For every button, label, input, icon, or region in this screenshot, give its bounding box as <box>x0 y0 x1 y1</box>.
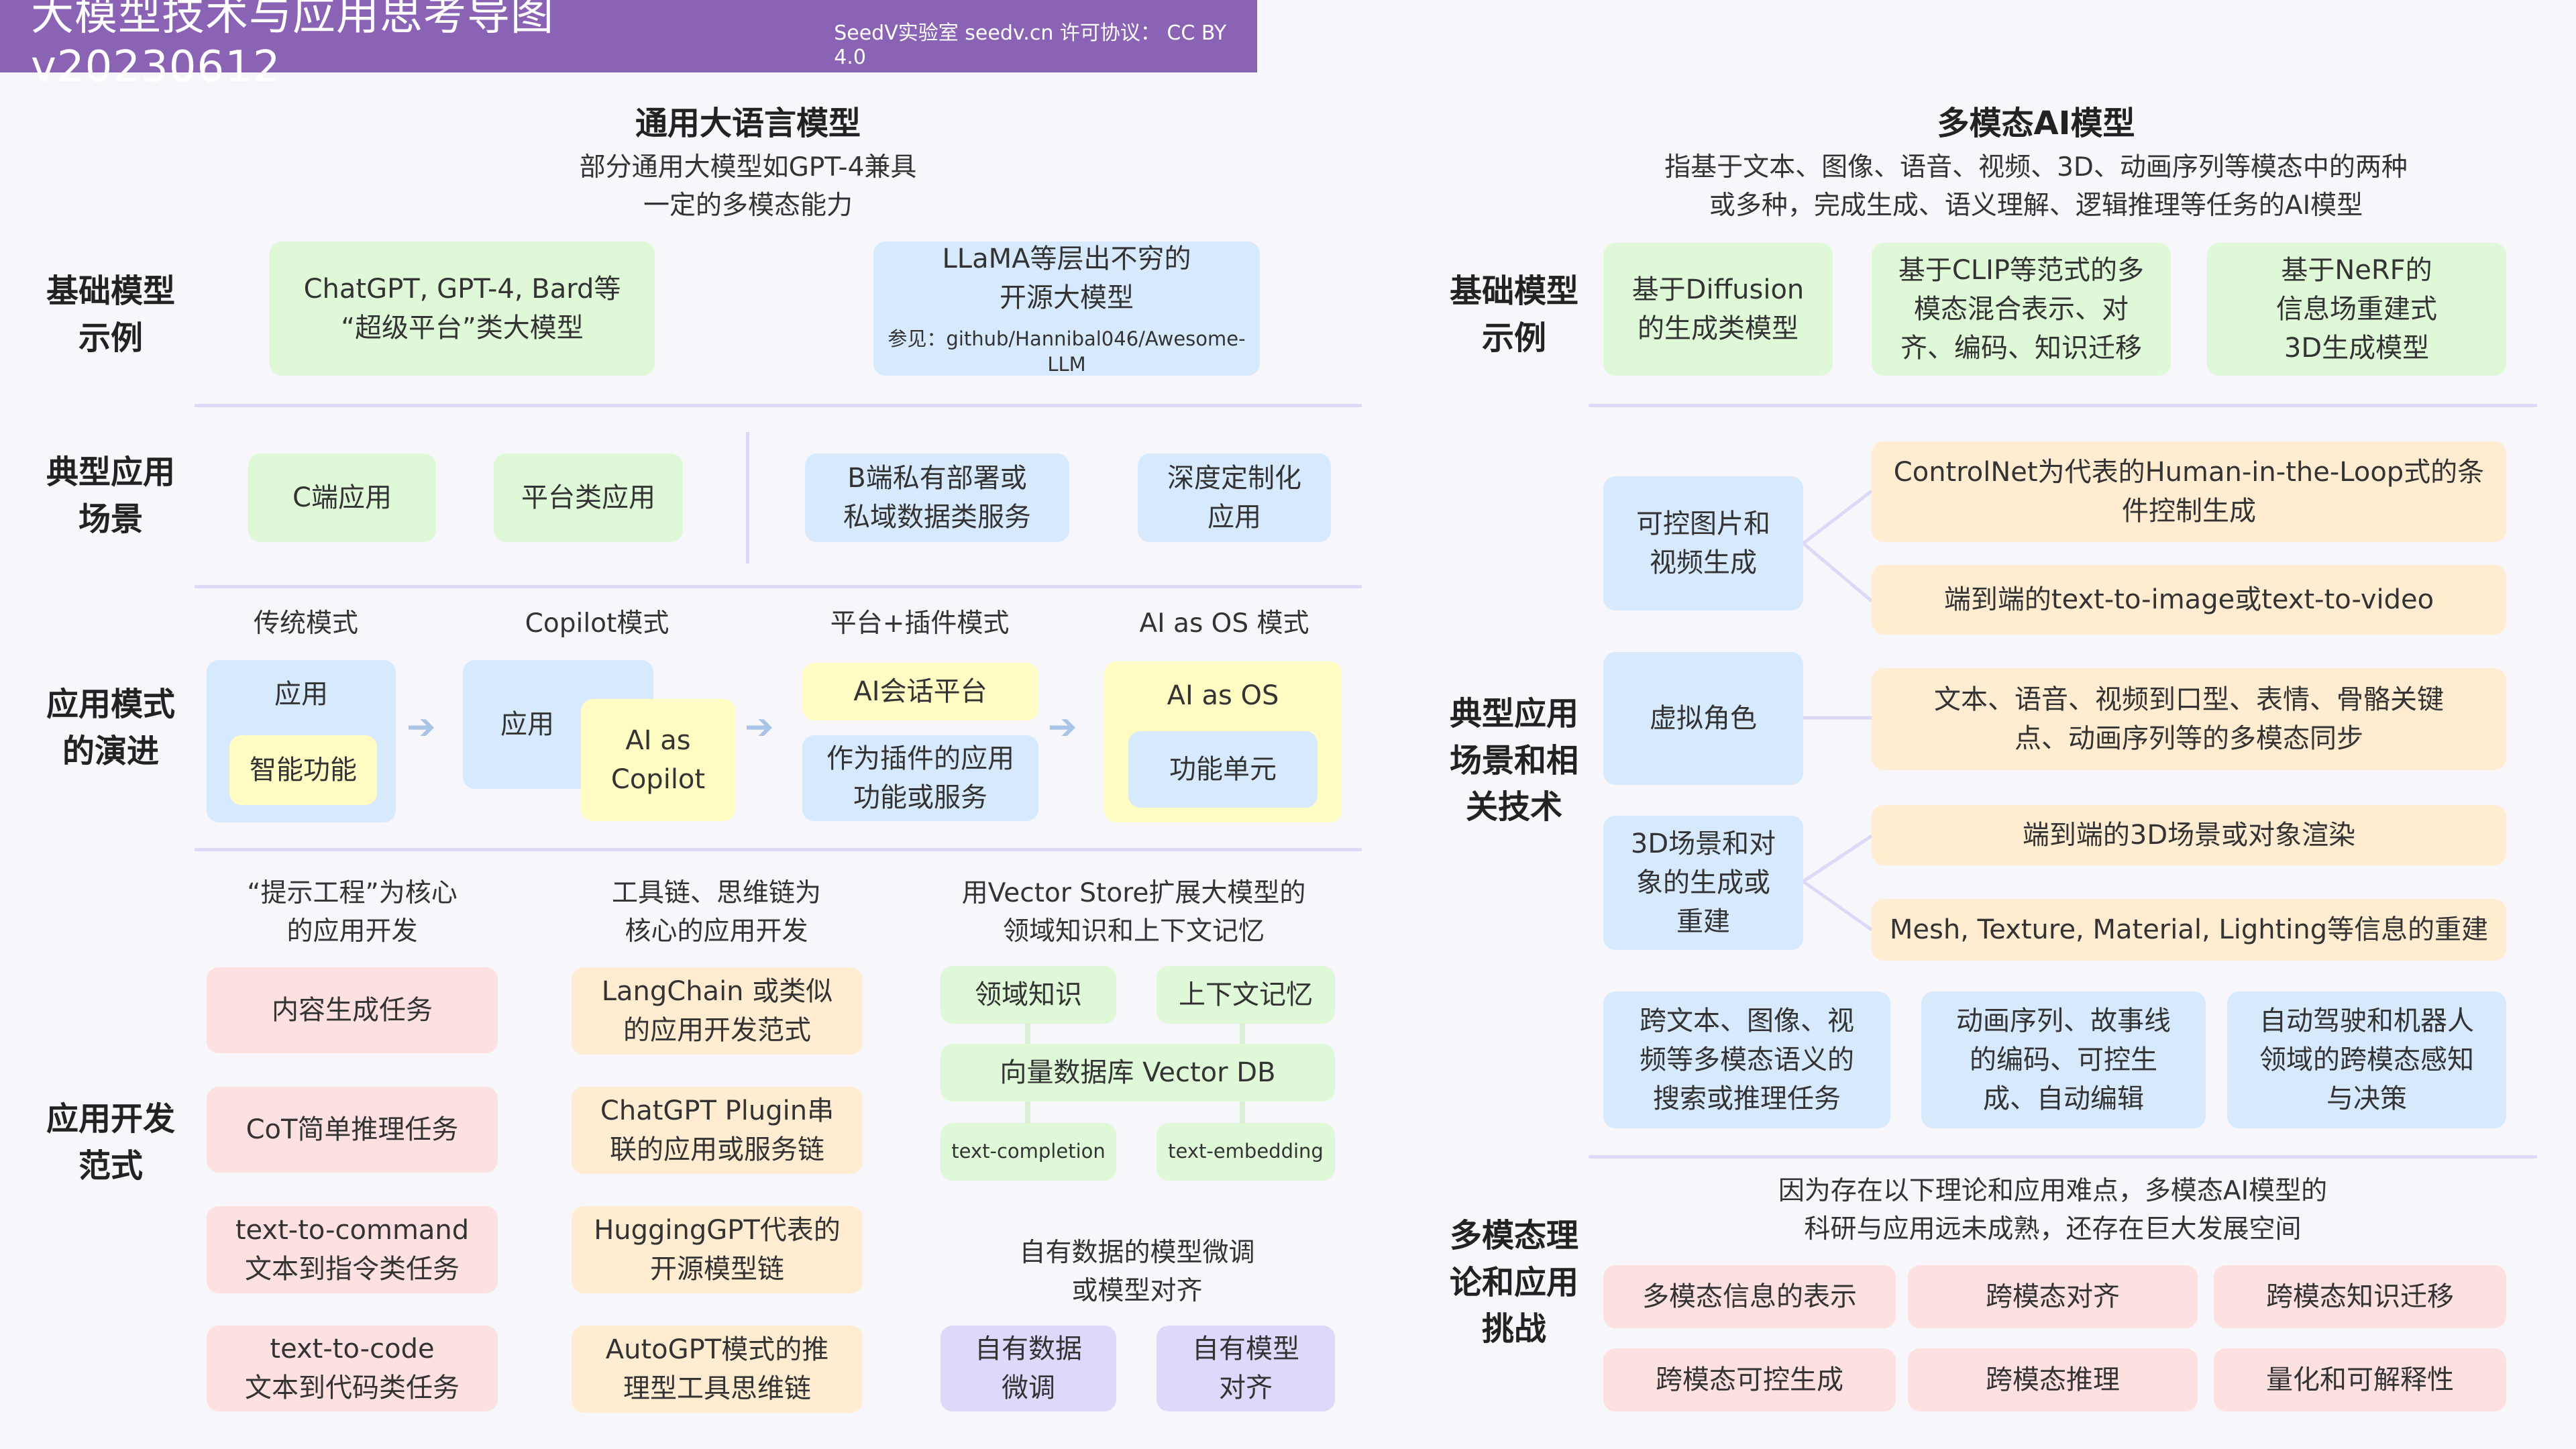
left-label-modes: 应用模式 的演进 <box>46 686 175 770</box>
foundation-llama-text: LLaMA等层出不穷的 开源大模型 <box>942 244 1191 314</box>
dev-prompt-item: text-to-code 文本到代码类任务 <box>207 1326 498 1411</box>
mm-scenario-3d: 3D场景和对 象的生成或 重建 <box>1603 816 1803 950</box>
left-panel-subtitle: 部分通用大模型如GPT-4兼具 一定的多模态能力 <box>579 152 917 221</box>
vector-text-embedding: text-embedding <box>1157 1123 1335 1181</box>
mm-scenario-controlnet: ControlNet为代表的Human-in-the-Loop式的条 件控制生成 <box>1872 441 2506 542</box>
dev-toolchain-item: AutoGPT模式的推 理型工具思维链 <box>572 1326 863 1413</box>
foundation-chatgpt: ChatGPT, GPT-4, Bard等 “超级平台”类大模型 <box>270 241 655 376</box>
mode-plugin-plugin: 作为插件的应用 功能或服务 <box>802 735 1038 821</box>
vector-text-completion: text-completion <box>941 1123 1116 1181</box>
dev-vector-title: 用Vector Store扩展大模型的 领域知识和上下文记忆 <box>961 878 1306 947</box>
mm-scenario-sync: 文本、语音、视频到口型、表情、骨骼关键 点、动画序列等的多模态同步 <box>1872 668 2506 770</box>
left-panel-title: 通用大语言模型 <box>635 105 861 142</box>
left-separator-2 <box>195 585 1362 588</box>
challenge-item: 跨模态可控生成 <box>1603 1348 1896 1411</box>
page-title: 大模型技术与应用思考导图 v20230612 <box>31 0 554 92</box>
mm-foundation-diffusion: 基于Diffusion 的生成类模型 <box>1603 243 1833 376</box>
dev-toolchain-item: ChatGPT Plugin串 联的应用或服务链 <box>572 1087 863 1174</box>
mm-scenario-controllable: 可控图片和 视频生成 <box>1603 476 1803 610</box>
scenario-c-app: C端应用 <box>248 453 436 542</box>
right-label-challenges: 多模态理 论和应用 挑战 <box>1449 1217 1578 1348</box>
left-label-dev: 应用开发 范式 <box>46 1100 175 1185</box>
mode-traditional-app-label: 应用 <box>274 679 328 710</box>
dev-toolchain-item: HuggingGPT代表的 开源模型链 <box>572 1206 863 1293</box>
right-label-foundation: 基础模型 示例 <box>1449 272 1578 357</box>
challenge-item: 跨模态推理 <box>1908 1348 2198 1411</box>
dev-prompt-item: CoT简单推理任务 <box>207 1087 498 1173</box>
mode-plugin-platform: AI会话平台 <box>802 663 1038 720</box>
left-label-scenarios: 典型应用 场景 <box>46 453 175 538</box>
scenario-b-private: B端私有部署或 私域数据类服务 <box>805 453 1069 542</box>
arrow-right-icon: ➔ <box>407 707 436 747</box>
mode-plugin-title: 平台+插件模式 <box>830 608 1010 639</box>
right-panel-title: 多模态AI模型 <box>1937 105 2135 142</box>
left-label-foundation: 基础模型 示例 <box>46 272 175 357</box>
finetune-own-data: 自有数据 微调 <box>941 1326 1116 1411</box>
dev-toolchain-item: LangChain 或类似 的应用开发范式 <box>572 967 863 1055</box>
mm-scenario-bottom: 跨文本、图像、视 频等多模态语义的 搜索或推理任务 <box>1603 991 1890 1128</box>
right-separator-1 <box>1589 404 2537 407</box>
vector-context-memory: 上下文记忆 <box>1157 966 1335 1024</box>
header-bar: 大模型技术与应用思考导图 v20230612 SeedV实验室 seedv.cn… <box>0 0 1257 92</box>
challenges-intro: 因为存在以下理论和应用难点，多模态AI模型的 科研与应用远未成熟，还存在巨大发展… <box>1778 1176 2328 1244</box>
vector-domain-knowledge: 领域知识 <box>941 966 1116 1024</box>
mm-scenario-bottom: 自动驾驶和机器人 领域的跨模态感知 与决策 <box>2227 991 2506 1128</box>
challenge-item: 量化和可解释性 <box>2214 1348 2506 1411</box>
mm-scenario-render3d: 端到端的3D场景或对象渲染 <box>1872 805 2506 865</box>
right-separator-2 <box>1589 1155 2537 1159</box>
dev-prompt-item: 内容生成任务 <box>207 967 498 1053</box>
arrow-right-icon: ➔ <box>745 707 774 747</box>
mm-scenario-virtual: 虚拟角色 <box>1603 652 1803 785</box>
mm-foundation-clip: 基于CLIP等范式的多 模态混合表示、对 齐、编码、知识迁移 <box>1872 243 2171 376</box>
arrow-right-icon: ➔ <box>1048 707 1077 747</box>
mode-aios-unit: 功能单元 <box>1128 731 1318 808</box>
scenario-platform-app: 平台类应用 <box>494 453 683 542</box>
left-separator-3 <box>195 848 1362 851</box>
challenge-item: 跨模态知识迁移 <box>2214 1265 2506 1328</box>
right-label-scenarios: 典型应用 场景和相 关技术 <box>1449 695 1578 826</box>
scenario-divider <box>746 432 749 564</box>
dev-toolchain-title: 工具链、思维链为 核心的应用开发 <box>611 878 821 947</box>
challenge-item: 多模态信息的表示 <box>1603 1265 1896 1328</box>
mode-traditional-smart: 智能功能 <box>229 735 377 805</box>
right-panel-subtitle: 指基于文本、图像、语音、视频、3D、动画序列等模态中的两种 或多种，完成生成、语… <box>1664 152 2408 221</box>
foundation-llama: LLaMA等层出不穷的 开源大模型 参见：github/Hannibal046/… <box>873 241 1260 376</box>
mode-aios-os-label: AI as OS <box>1167 680 1279 711</box>
challenge-item: 跨模态对齐 <box>1908 1265 2198 1328</box>
mode-copilot-ai: AI as Copilot <box>581 699 735 821</box>
scenario-deep-custom: 深度定制化 应用 <box>1138 453 1331 542</box>
mm-scenario-t2i: 端到端的text-to-image或text-to-video <box>1872 565 2506 635</box>
left-separator-1 <box>195 404 1362 407</box>
page-subtitle: SeedV实验室 seedv.cn 许可协议： CC BY 4.0 <box>834 21 1227 69</box>
dev-prompt-title: “提示工程”为核心 的应用开发 <box>247 878 458 947</box>
foundation-llama-ref: 参见：github/Hannibal046/Awesome-LLM <box>888 327 1246 376</box>
mm-scenario-bottom: 动画序列、故事线 的编码、可控生 成、自动编辑 <box>1921 991 2206 1128</box>
mode-traditional-title: 传统模式 <box>253 608 358 639</box>
finetune-own-model: 自有模型 对齐 <box>1157 1326 1335 1411</box>
mode-copilot-title: Copilot模式 <box>525 608 669 639</box>
dev-prompt-item: text-to-command 文本到指令类任务 <box>207 1206 498 1293</box>
dev-finetune-title: 自有数据的模型微调 或模型对齐 <box>1019 1238 1255 1306</box>
vector-db: 向量数据库 Vector DB <box>941 1044 1335 1102</box>
mm-foundation-nerf: 基于NeRF的 信息场重建式 3D生成模型 <box>2207 243 2506 376</box>
mm-scenario-mesh: Mesh, Texture, Material, Lighting等信息的重建 <box>1872 899 2506 961</box>
mode-aios-title: AI as OS 模式 <box>1139 608 1309 639</box>
